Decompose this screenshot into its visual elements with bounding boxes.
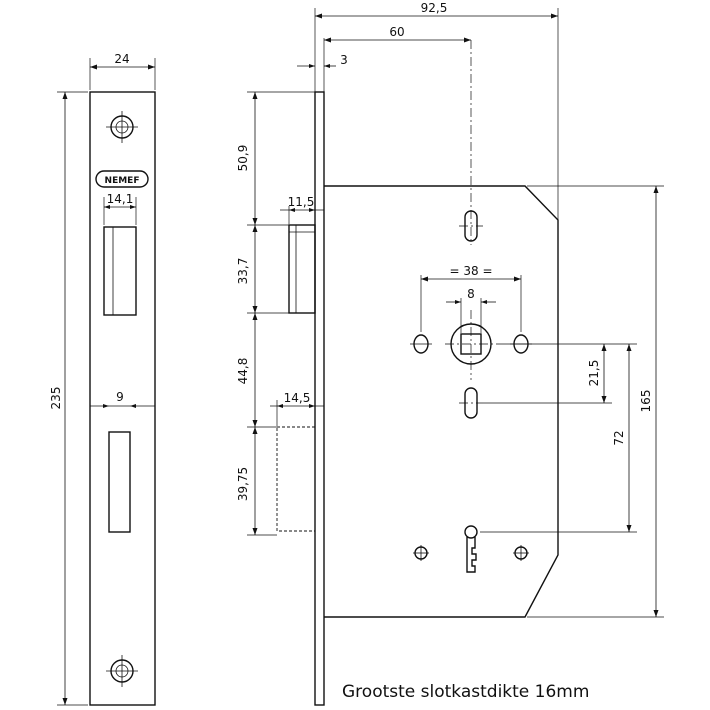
latch-projection-dimension: 11,5 bbox=[280, 195, 324, 224]
bolt-projection-dimension: 14,5 bbox=[270, 391, 324, 426]
front-plate-view: NEMEF 14,1 9 bbox=[49, 52, 156, 706]
fixing-hole-icon bbox=[413, 545, 429, 561]
vertical-chain-dimensions: 50,9 33,7 44,8 39,75 bbox=[236, 91, 315, 536]
latch-height-label: 33,7 bbox=[236, 258, 250, 285]
follower-spacing-label: = 38 = bbox=[449, 264, 492, 278]
nemef-logo: NEMEF bbox=[95, 170, 149, 188]
fixing-hole-icon bbox=[410, 334, 432, 354]
overall-depth-dimension: 92,5 bbox=[314, 1, 559, 220]
side-view: 92,5 60 3 50,9 33,7 44,8 bbox=[236, 1, 664, 706]
svg-text:NEMEF: NEMEF bbox=[105, 176, 140, 186]
lock-case-outline bbox=[324, 185, 559, 618]
front-height-label: 235 bbox=[49, 387, 63, 410]
caption: Grootste slotkastdikte 16mm bbox=[342, 682, 589, 702]
overall-depth-label: 92,5 bbox=[421, 1, 448, 15]
top-screw-icon bbox=[106, 111, 138, 143]
case-height-dimension: 165 bbox=[527, 185, 664, 618]
center-distance-dimension: 72 bbox=[480, 344, 637, 533]
front-width-dimension: 24 bbox=[89, 52, 156, 90]
latch-to-bolt-label: 44,8 bbox=[236, 358, 250, 385]
follower-square-dimension: 8 bbox=[446, 287, 496, 333]
latch-width-dimension: 14,1 bbox=[103, 192, 137, 225]
forend-plate bbox=[314, 91, 325, 706]
keyhole-icon bbox=[464, 525, 478, 573]
bottom-screw-icon bbox=[106, 655, 138, 687]
center-distance-label: 72 bbox=[612, 430, 626, 445]
plate-thickness-dimension: 3 bbox=[297, 53, 348, 68]
front-height-dimension: 235 bbox=[49, 91, 88, 706]
slot-hole-icon bbox=[459, 387, 483, 419]
backset-label: 60 bbox=[389, 25, 404, 39]
follower-to-hole-dimension: 21,5 bbox=[483, 343, 637, 404]
latch-bolt bbox=[288, 224, 316, 314]
latch-projection-label: 11,5 bbox=[288, 195, 315, 209]
bolt-width-label: 9 bbox=[116, 390, 124, 404]
case-height-label: 165 bbox=[639, 390, 653, 413]
bolt-projection-label: 14,5 bbox=[284, 391, 311, 405]
bolt-width-dimension: 9 bbox=[90, 390, 155, 408]
fixing-hole-icon bbox=[513, 545, 529, 561]
front-plate-outline bbox=[89, 91, 156, 706]
follower-square-label: 8 bbox=[467, 287, 475, 301]
dead-bolt bbox=[276, 426, 316, 532]
front-width-label: 24 bbox=[114, 52, 129, 66]
follower-to-hole-label: 21,5 bbox=[587, 360, 601, 387]
bolt-opening bbox=[108, 431, 131, 533]
latch-opening bbox=[103, 226, 137, 316]
follower-spacing-dimension: = 38 = bbox=[420, 264, 522, 332]
latch-offset-label: 50,9 bbox=[236, 145, 250, 172]
backset-dimension: 60 bbox=[323, 25, 471, 92]
bolt-height-label: 39,75 bbox=[236, 467, 250, 501]
latch-width-label: 14,1 bbox=[107, 192, 134, 206]
plate-thickness-label: 3 bbox=[340, 53, 348, 67]
